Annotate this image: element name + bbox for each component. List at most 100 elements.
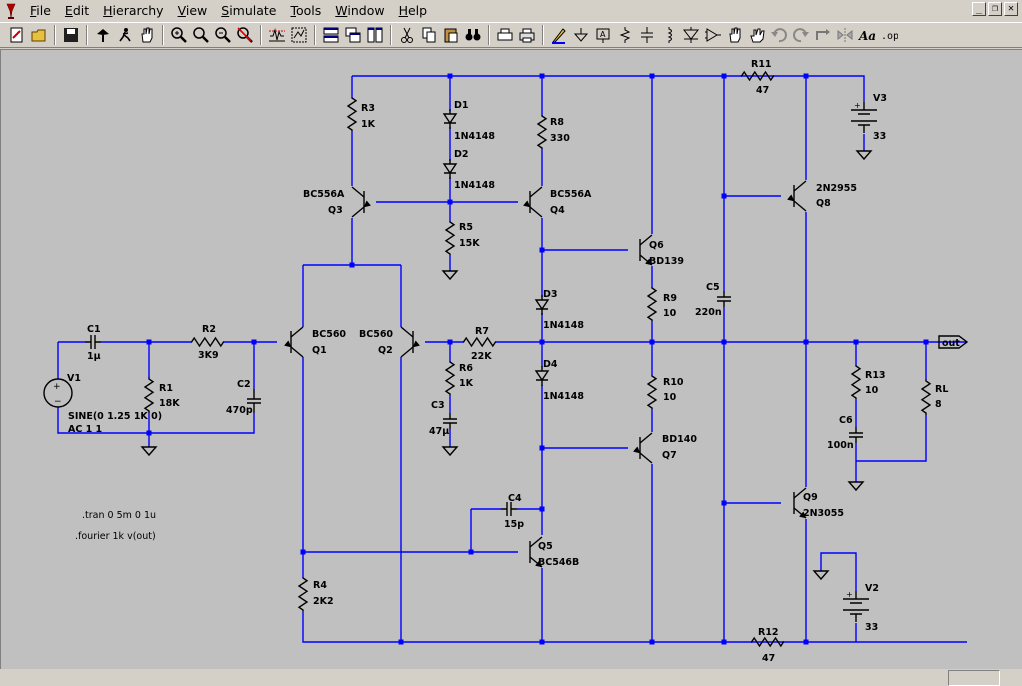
print-button[interactable] xyxy=(516,24,538,46)
find-button[interactable] xyxy=(462,24,484,46)
transistor-q3[interactable] xyxy=(351,186,371,218)
transistor-q9[interactable] xyxy=(793,487,807,519)
capacitor-c2[interactable] xyxy=(247,389,261,413)
schematic-canvas[interactable]: +−++ C1 1µ R2 3K9 R1 18K C2 470p V1 SINE… xyxy=(0,49,1022,669)
restore-button[interactable]: ❐ xyxy=(988,2,1002,16)
diode-button[interactable] xyxy=(680,24,702,46)
paste-button[interactable] xyxy=(440,24,462,46)
resistor-r11[interactable] xyxy=(740,70,775,82)
diode-d3[interactable] xyxy=(534,295,550,315)
menu-help[interactable]: Help xyxy=(398,3,428,18)
transistor-q1[interactable] xyxy=(284,326,304,358)
autorange-button[interactable] xyxy=(288,24,310,46)
zoom-in-button[interactable] xyxy=(168,24,190,46)
spice-directive-fourier[interactable]: .fourier 1k v(out) xyxy=(75,531,156,542)
menu-tools[interactable]: Tools xyxy=(290,3,322,18)
rotate-button[interactable] xyxy=(812,24,834,46)
capacitor-c5[interactable] xyxy=(717,291,731,307)
capacitor-button[interactable] xyxy=(636,24,658,46)
resistor-r6[interactable] xyxy=(444,361,456,395)
draw-wire-button[interactable] xyxy=(548,24,570,46)
close-button[interactable]: ✕ xyxy=(1004,2,1018,16)
move-button[interactable] xyxy=(724,24,746,46)
r12-value: 47 xyxy=(762,653,775,664)
mirror-button[interactable] xyxy=(834,24,856,46)
resistor-r4[interactable] xyxy=(297,577,309,611)
diode-d4[interactable] xyxy=(534,366,550,386)
voltage-source-v1[interactable]: +− xyxy=(43,378,73,408)
menu-view[interactable]: View xyxy=(177,3,208,18)
capacitor-c3[interactable] xyxy=(443,413,457,429)
text-button[interactable]: Aa xyxy=(856,24,878,46)
tile-vertical-button[interactable] xyxy=(364,24,386,46)
resistor-r9[interactable] xyxy=(646,287,658,321)
diode-d2[interactable] xyxy=(442,159,458,179)
ground-symbol[interactable] xyxy=(140,446,158,457)
battery-v3[interactable]: + xyxy=(851,101,877,133)
cancel-zoom-button[interactable] xyxy=(234,24,256,46)
undo-button[interactable] xyxy=(768,24,790,46)
ground-symbol[interactable] xyxy=(812,570,830,581)
control-panel-icon xyxy=(97,29,109,42)
resistor-button[interactable] xyxy=(614,24,636,46)
cascade-button[interactable] xyxy=(342,24,364,46)
transistor-q6[interactable] xyxy=(639,234,653,266)
resistor-r2[interactable] xyxy=(190,336,225,348)
inductor-button[interactable] xyxy=(658,24,680,46)
copy-button[interactable] xyxy=(418,24,440,46)
print-setup-button[interactable] xyxy=(494,24,516,46)
resistor-r5[interactable] xyxy=(444,221,456,255)
resistor-r13[interactable] xyxy=(850,365,862,399)
minimize-button[interactable]: _ xyxy=(972,2,986,16)
label-net-button[interactable]: A xyxy=(592,24,614,46)
ground-symbol[interactable] xyxy=(441,446,459,457)
transistor-q2[interactable] xyxy=(400,326,420,358)
zoom-out-button[interactable] xyxy=(212,24,234,46)
resistor-r3[interactable] xyxy=(346,97,358,131)
diode-d1[interactable] xyxy=(442,109,458,129)
cut-button[interactable] xyxy=(396,24,418,46)
zoom-fit-button[interactable] xyxy=(190,24,212,46)
junction-dot xyxy=(649,339,655,345)
ground-button[interactable] xyxy=(570,24,592,46)
spice-directive-tran[interactable]: .tran 0 5m 0 1u xyxy=(82,510,156,521)
ground-symbol[interactable] xyxy=(441,270,459,281)
menu-window[interactable]: Window xyxy=(335,3,385,18)
transistor-q8[interactable] xyxy=(787,180,807,212)
capacitor-c6[interactable] xyxy=(849,427,863,443)
capacitor-c1[interactable] xyxy=(85,335,101,349)
tile-horizontal-button[interactable] xyxy=(320,24,342,46)
resistor-r8[interactable] xyxy=(536,115,548,149)
resistor-r10[interactable] xyxy=(646,375,658,409)
resistor-r7[interactable] xyxy=(462,336,497,348)
component-button[interactable] xyxy=(702,24,724,46)
ground-symbol[interactable] xyxy=(855,150,873,161)
capacitor-c4[interactable] xyxy=(501,502,517,516)
menu-hierarchy[interactable]: Hierarchy xyxy=(103,3,164,18)
transistor-q4[interactable] xyxy=(523,186,543,218)
net-label-out-flag[interactable] xyxy=(938,335,969,349)
pan-button[interactable] xyxy=(136,24,158,46)
menu-simulate[interactable]: Simulate xyxy=(221,3,277,18)
resistor-rl[interactable] xyxy=(920,379,932,415)
drag-button[interactable] xyxy=(746,24,768,46)
menu-file[interactable]: File xyxy=(30,3,51,18)
transistor-q7[interactable] xyxy=(633,432,653,464)
junction-dot xyxy=(803,639,809,645)
waveform-button[interactable] xyxy=(266,24,288,46)
menu-edit[interactable]: Edit xyxy=(64,3,90,18)
resistor-r1[interactable] xyxy=(143,377,155,413)
net-label-out[interactable]: out xyxy=(942,338,960,349)
battery-v2[interactable]: + xyxy=(843,590,869,622)
run-button[interactable] xyxy=(114,24,136,46)
open-button[interactable] xyxy=(28,24,50,46)
resistor-r12[interactable] xyxy=(750,636,785,648)
new-schematic-button[interactable] xyxy=(6,24,28,46)
save-button[interactable] xyxy=(60,24,82,46)
ground-symbol[interactable] xyxy=(847,481,865,492)
spice-directive-button[interactable]: .op xyxy=(878,24,900,46)
transistor-q5[interactable] xyxy=(529,536,543,568)
redo-button[interactable] xyxy=(790,24,812,46)
ltspice-app-icon[interactable] xyxy=(3,3,19,19)
control-panel-button[interactable] xyxy=(92,24,114,46)
